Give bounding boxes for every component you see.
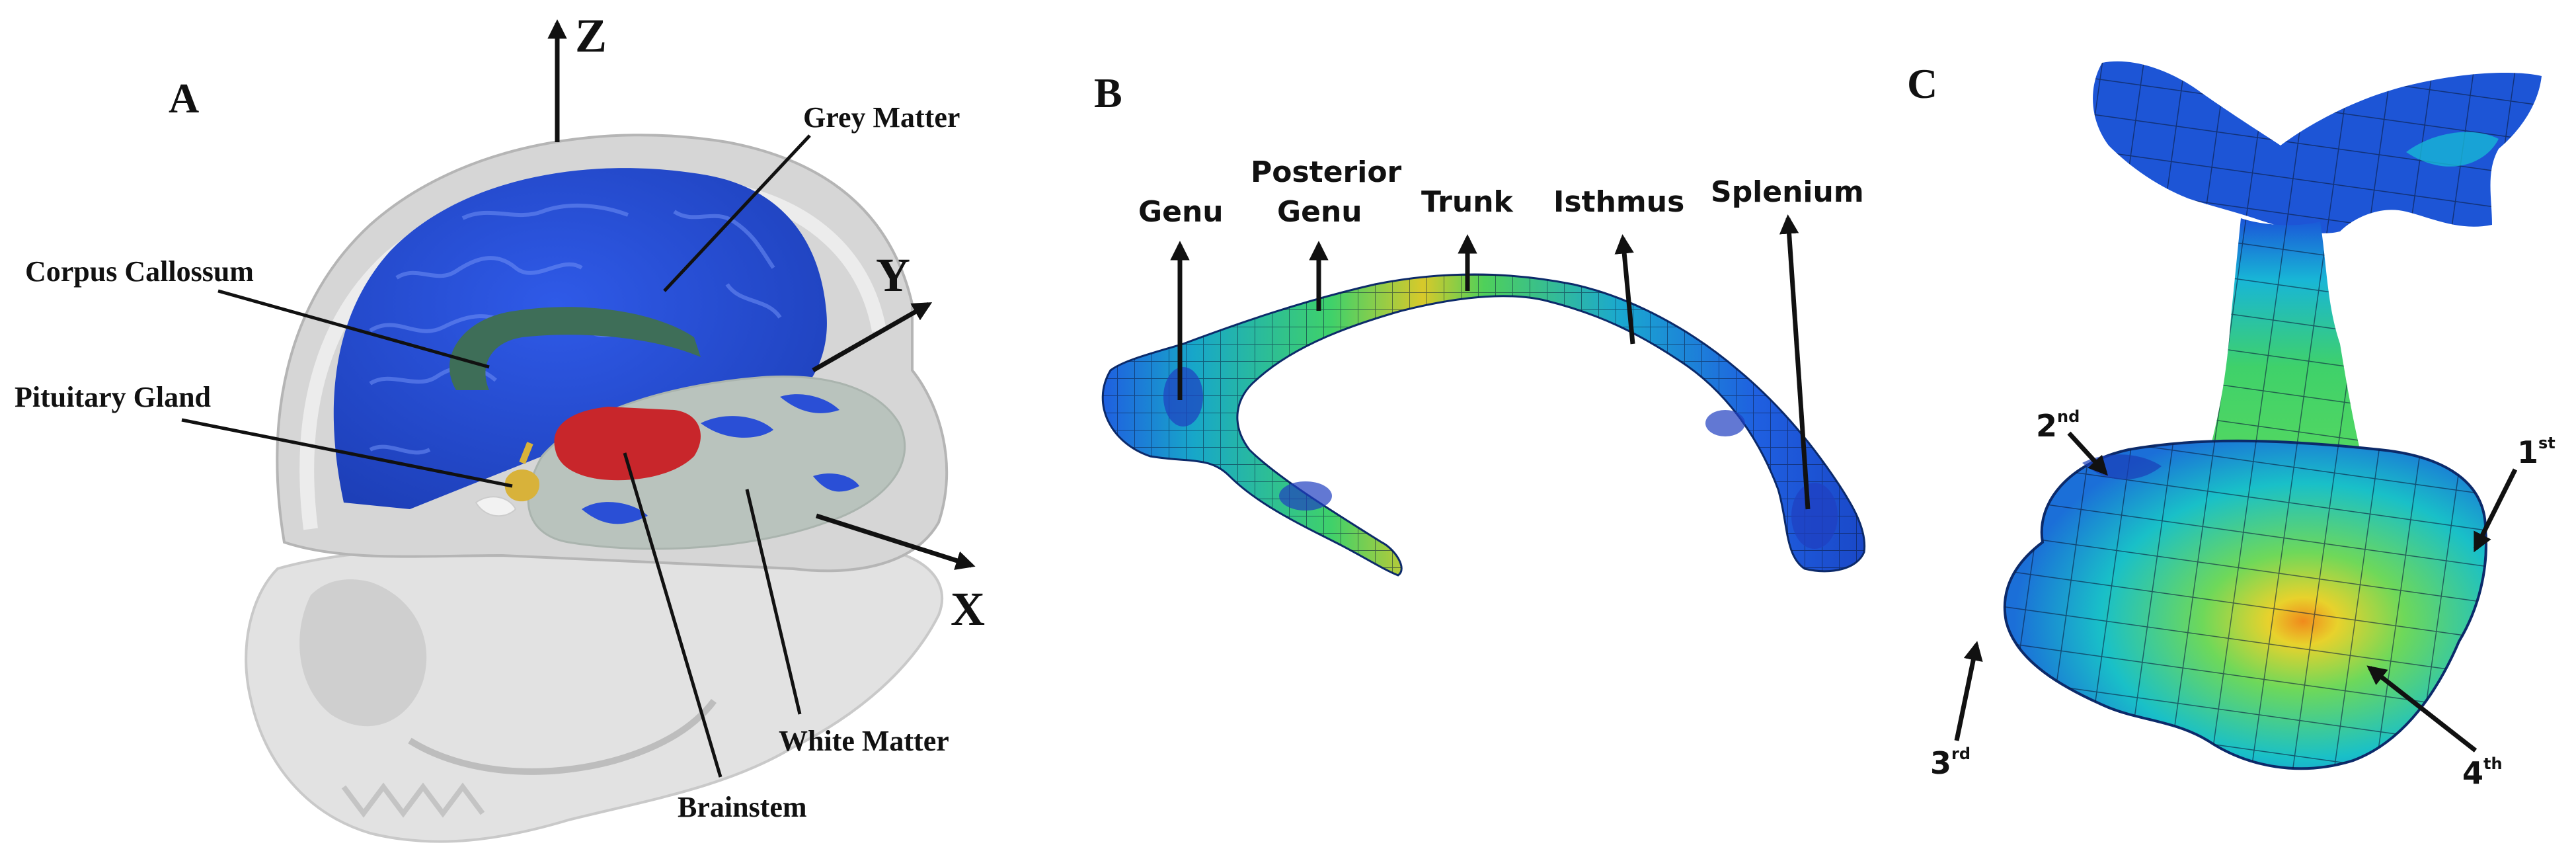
ordinal-3rd-num: 3: [1930, 745, 1951, 781]
x-axis-label: X: [951, 583, 985, 635]
pituitary-shape: [504, 469, 539, 502]
panel-b-letter: B: [1094, 69, 1122, 116]
grey-matter-leader: [663, 134, 811, 292]
mesh-dark-patches: [1163, 367, 1838, 549]
ordinal-4th-num: 4: [2462, 755, 2483, 791]
panel-a-letter: A: [169, 75, 199, 122]
y-axis-label: Y: [876, 249, 910, 302]
ordinal-2nd: 2nd: [2036, 407, 2080, 444]
ordinal-1st-num: 1: [2517, 434, 2538, 470]
corpus-callosum-leader: [217, 289, 490, 369]
ordinal-2nd-sup: nd: [2057, 407, 2080, 426]
posterior-genu-label-line2: Genu: [1277, 195, 1362, 229]
panel-a: A Z Y X Grey Matter Corpus Callossum Pit…: [15, 9, 985, 843]
y-axis-arrow: [812, 302, 933, 373]
ordinal-3rd: 3rd: [1930, 745, 1971, 781]
ordinal-4th-arrow: [2366, 665, 2478, 753]
gland-body-grid: [2004, 440, 2486, 769]
corpus-callosum-mesh-grid: [1103, 274, 1865, 575]
corpus-callosum-shape: [449, 307, 701, 390]
splenium-arrow: [1779, 214, 1811, 510]
brainstem-shape: [554, 407, 701, 481]
ordinal-3rd-arrow: [1954, 641, 1983, 741]
teeth: [341, 782, 485, 818]
x-axis-arrow: [815, 513, 976, 570]
ordinal-1st-sup: st: [2538, 434, 2556, 452]
gland-top-cyan-accents: [2406, 132, 2499, 167]
brainstem-leader: [623, 452, 722, 778]
ordinal-4th-sup: th: [2483, 755, 2503, 773]
panel-c: C 2nd 1st 3rd 4th: [1907, 60, 2556, 791]
grey-matter-surface: [333, 168, 827, 510]
ordinal-1st-arrow: [2473, 468, 2518, 553]
gland-stalk-grid: [2208, 218, 2363, 467]
ordinal-4th: 4th: [2462, 755, 2503, 791]
ordinal-2nd-arrow: [2067, 431, 2108, 476]
ordinal-1st: 1st: [2517, 434, 2556, 470]
brainstem-label: Brainstem: [678, 791, 807, 823]
panel-b: B Genu Posterior Genu Trunk Isthmus Sple…: [1094, 69, 1866, 577]
ordinal-2nd-num: 2: [2036, 408, 2057, 444]
white-matter-label: White Matter: [779, 725, 949, 757]
pituitary-stalk: [519, 442, 533, 464]
isthmus-label: Isthmus: [1553, 185, 1684, 219]
white-matter-leader: [745, 489, 802, 715]
trunk-label: Trunk: [1421, 185, 1514, 219]
eye-socket: [299, 579, 427, 727]
corpus-callosum-label: Corpus Callossum: [25, 255, 254, 288]
pituitary-leader: [181, 418, 513, 488]
splenium-label: Splenium: [1711, 175, 1864, 209]
isthmus-arrow: [1614, 234, 1635, 345]
genu-label: Genu: [1138, 195, 1224, 229]
grey-matter-label: Grey Matter: [803, 101, 960, 134]
gland-top-structure-grid: [2093, 61, 2542, 233]
posterior-genu-label-line1: Posterior: [1251, 155, 1402, 189]
z-axis-label: Z: [575, 9, 607, 62]
sphenoid-bits: [475, 496, 517, 517]
pituitary-gland-label: Pituitary Gland: [15, 381, 211, 413]
white-matter-blue-patches: [582, 394, 859, 524]
ordinal-3rd-sup: rd: [1951, 745, 1971, 763]
panel-c-letter: C: [1907, 60, 1937, 107]
jaw-region: [408, 698, 717, 775]
